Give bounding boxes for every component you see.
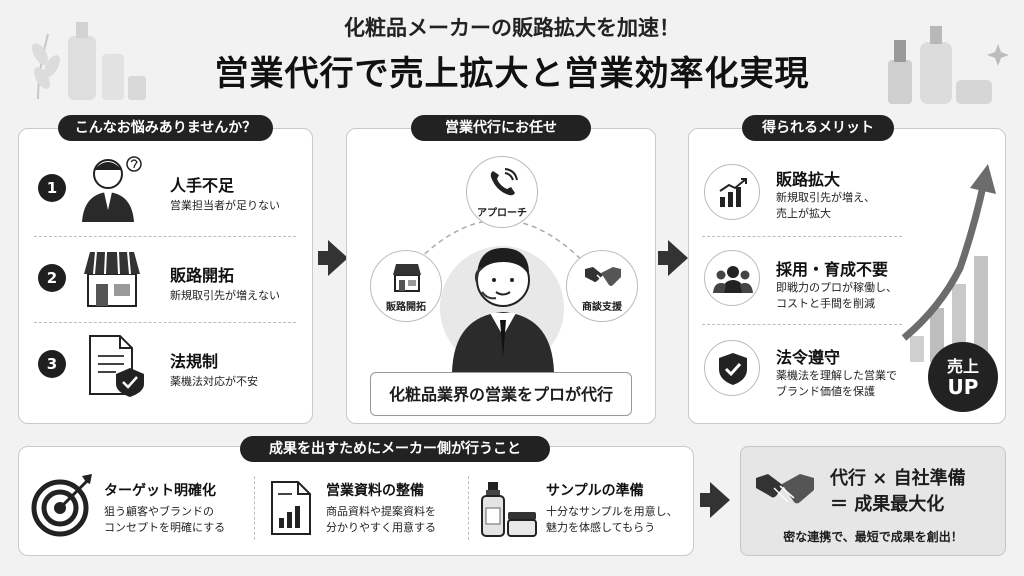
result-line-3: 密な連携で、最短で成果を創出！ [783, 530, 963, 544]
merit-title-1: 販路拡大 [776, 170, 841, 189]
service-market-development-label: 販路開拓 [386, 302, 426, 313]
merit-desc-3a: 薬機法を理解した営業で [776, 369, 897, 382]
action-title-2: 営業資料の整備 [326, 483, 424, 499]
problem-number-3: 3 [38, 350, 66, 378]
actions-heading: 成果を出すためにメーカー側が行うこと [240, 436, 550, 462]
flow-arrow-2 [668, 240, 688, 276]
header-subtitle: 化粧品メーカーの販路拡大を加速！ [344, 16, 680, 40]
actions-panel [18, 446, 694, 556]
merit-desc-2a: 即戦力のプロが稼働し、 [776, 281, 897, 294]
action-desc-3b: 魅力を体感してもらう [546, 521, 656, 534]
merit-desc-3b: ブランド価値を保護 [776, 385, 875, 398]
sales-growth-graphic [900, 158, 1000, 368]
action-desc-1a: 狙う顧客やブランドの [104, 505, 214, 518]
service-negotiation-support-label: 商談支援 [582, 302, 622, 313]
problem-number-2: 2 [38, 264, 66, 292]
result-box [740, 446, 1006, 556]
merit-icon-wrapper-3 [704, 340, 760, 396]
action-desc-1b: コンセプトを明確にする [104, 521, 226, 534]
sales-up-badge-line2: UP [947, 375, 979, 399]
cosmetic-sample-icon [480, 478, 540, 538]
problem-desc-2: 新規取引先が増えない [170, 289, 280, 302]
header-decoration-right [880, 14, 1010, 110]
phone-icon [487, 167, 519, 199]
service-caption: 化粧品業界の営業をプロが代行 [370, 372, 632, 416]
result-line-2: ＝ 成果最大化 [830, 494, 945, 515]
flow-arrow-1 [328, 240, 348, 276]
merit-desc-2b: コストと手間を削減 [776, 297, 875, 310]
merit-desc-1a: 新規取引先が増え、 [776, 191, 875, 204]
action-title-1: ターゲット明確化 [104, 483, 216, 499]
result-line-1: 代行 × 自社準備 [830, 468, 966, 489]
store-icon [391, 261, 423, 293]
merit-icon-wrapper-1 [704, 164, 760, 220]
header-title: 営業代行で売上拡大と営業効率化実現 [214, 54, 810, 94]
actions-separator-2 [468, 476, 469, 540]
handshake-icon [583, 261, 623, 293]
problem-title-2: 販路開拓 [170, 266, 235, 285]
worried-person-icon [76, 152, 146, 224]
report-document-icon [268, 480, 314, 536]
merit-desc-1b: 売上が拡大 [776, 207, 831, 220]
service-approach: アプローチ [466, 156, 538, 228]
merit-icon-wrapper-2 [704, 250, 760, 306]
sales-rep-icon [438, 236, 568, 372]
action-desc-2a: 商品資料や提案資料を [326, 505, 436, 518]
problem-number-1: 1 [38, 174, 66, 202]
service-approach-label: アプローチ [477, 208, 527, 219]
action-title-3: サンプルの準備 [546, 483, 644, 499]
actions-separator-1 [254, 476, 255, 540]
service-negotiation-support: 商談支援 [566, 250, 638, 322]
problems-heading: こんなお悩みありませんか？ [58, 115, 273, 141]
problems-divider-2 [34, 322, 296, 323]
merits-heading: 得られるメリット [742, 115, 894, 141]
problem-desc-3: 薬機法対応が不安 [170, 375, 258, 388]
flow-arrow-3-stem [700, 493, 712, 507]
action-desc-3a: 十分なサンプルを用意し、 [546, 505, 678, 518]
target-icon [30, 472, 96, 538]
flow-arrow-2-stem [658, 251, 670, 265]
problem-title-3: 法規制 [170, 352, 219, 371]
problems-panel [18, 128, 313, 424]
action-desc-2b: 分かりやすく用意する [326, 521, 436, 534]
merit-title-3: 法令遵守 [776, 348, 841, 367]
merits-divider-1 [702, 236, 902, 237]
header-decoration-left [18, 14, 148, 104]
merits-divider-2 [702, 324, 902, 325]
growth-chart-icon [717, 177, 749, 209]
handshake-icon [754, 466, 816, 512]
shield-check-icon [717, 351, 749, 387]
flow-arrow-3 [710, 482, 730, 518]
sales-up-badge: 売上 UP [928, 342, 998, 412]
service-heading: 営業代行にお任せ [411, 115, 591, 141]
problem-title-1: 人手不足 [170, 176, 235, 195]
store-icon [82, 246, 142, 308]
problem-desc-1: 営業担当者が足りない [170, 199, 280, 212]
service-market-development: 販路開拓 [370, 250, 442, 322]
document-shield-icon [86, 334, 146, 398]
sales-up-badge-line1: 売上 [946, 357, 979, 376]
flow-arrow-1-stem [318, 251, 330, 265]
team-icon [713, 263, 753, 295]
problems-divider-1 [34, 236, 296, 237]
merit-title-2: 採用・育成不要 [776, 260, 889, 279]
